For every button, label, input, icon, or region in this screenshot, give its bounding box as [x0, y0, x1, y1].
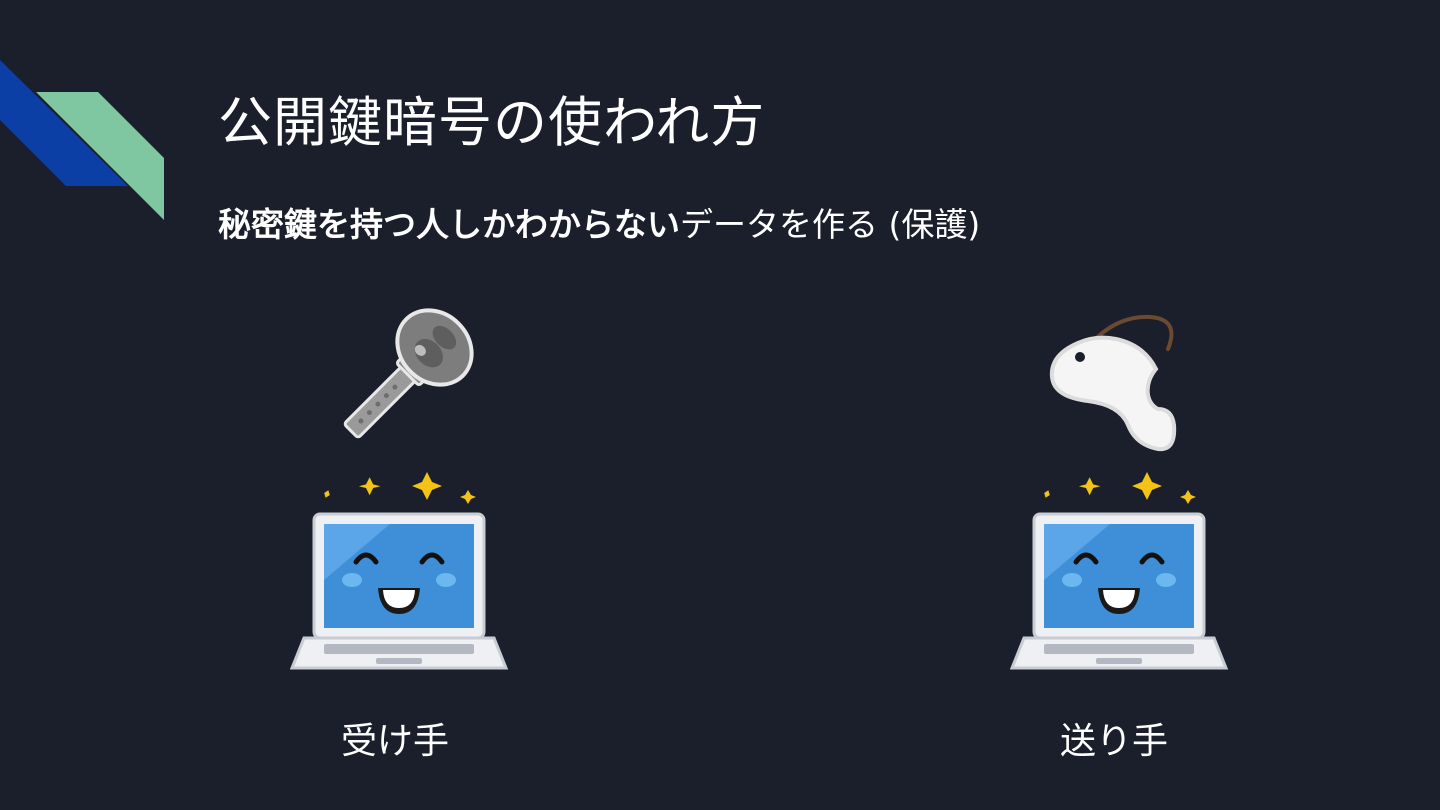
smiling-laptop-icon	[290, 512, 509, 670]
green-stripe	[36, 92, 164, 220]
blue-stripe	[0, 60, 128, 186]
lock-shackle-icon	[1049, 314, 1177, 452]
corner-decoration	[0, 60, 164, 220]
page-title: 公開鍵暗号の使われ方	[218, 91, 766, 154]
key-icon	[343, 308, 474, 439]
sparkle-icon	[1044, 472, 1196, 504]
subtitle-bold: 秘密鍵を持つ人しかわからない	[218, 205, 680, 244]
subtitle-normal: データを作る (保護)	[680, 205, 981, 244]
sender-label: 送り手	[1059, 721, 1168, 762]
receiver-label: 受け手	[340, 721, 449, 762]
subtitle: 秘密鍵を持つ人しかわからないデータを作る (保護)	[218, 198, 980, 246]
smiling-laptop-icon	[1010, 512, 1229, 670]
sparkle-icon	[324, 472, 476, 504]
